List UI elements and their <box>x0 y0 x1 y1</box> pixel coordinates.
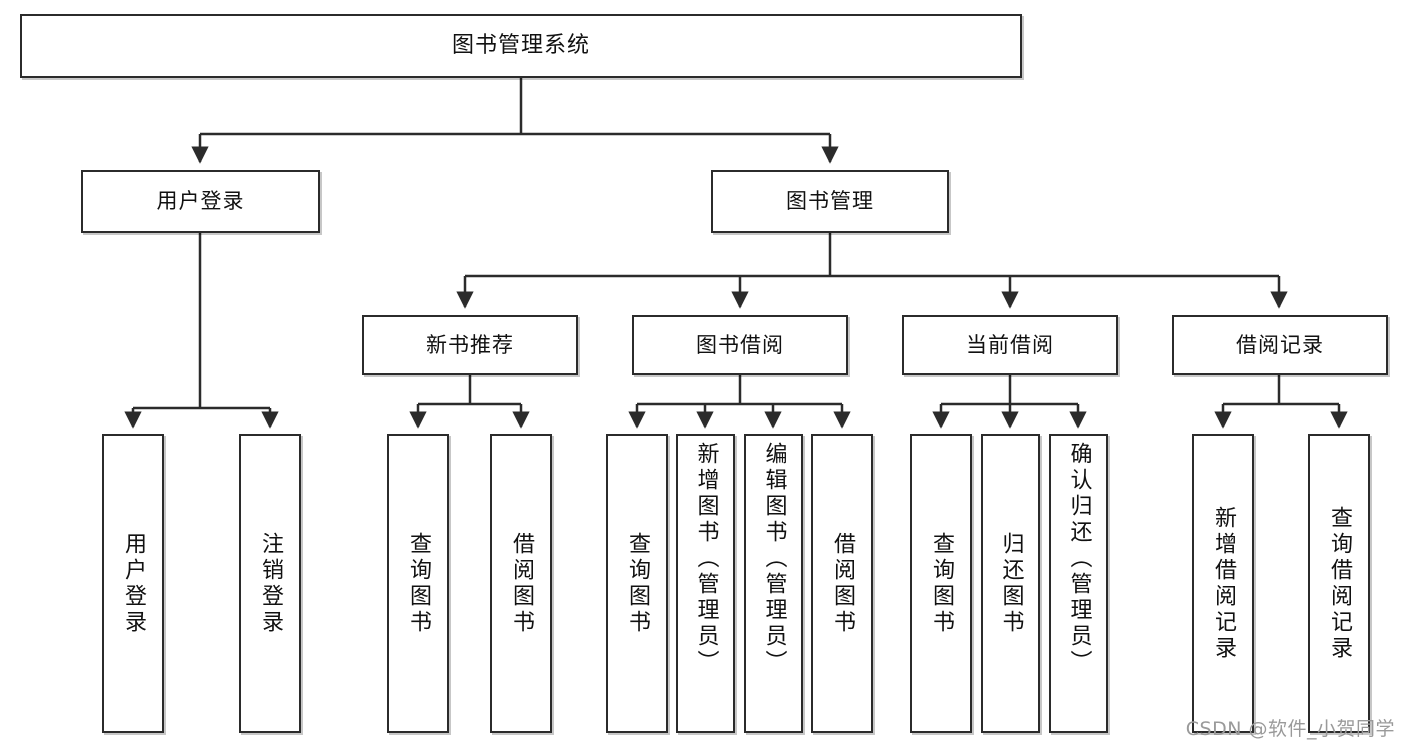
node-leaf-borrowrecord-add-record[interactable]: 新增借阅记录 <box>1192 434 1254 733</box>
node-label: 编辑图书（管理员） <box>761 442 787 676</box>
node-label: 注销登录 <box>258 531 283 636</box>
node-leaf-bookborrow-edit-book-admin[interactable]: 编辑图书（管理员） <box>744 434 803 733</box>
node-leaf-bookborrow-add-book-admin[interactable]: 新增图书（管理员） <box>676 434 735 733</box>
node-label: 用户登录 <box>121 531 146 636</box>
node-leaf-bookborrow-borrow-book[interactable]: 借阅图书 <box>811 434 873 733</box>
node-label: 查询图书 <box>406 531 431 636</box>
watermark: CSDN @软件_小贺同学 <box>1185 718 1395 740</box>
node-label: 图书借阅 <box>696 332 784 357</box>
node-label: 确认归还（管理员） <box>1066 442 1092 676</box>
node-label: 查询图书 <box>929 531 954 636</box>
node-leaf-currentborrow-confirm-return-admin[interactable]: 确认归还（管理员） <box>1049 434 1108 733</box>
node-label: 新书推荐 <box>426 332 514 357</box>
node-book-borrow[interactable]: 图书借阅 <box>632 315 848 375</box>
node-book-management[interactable]: 图书管理 <box>711 170 949 233</box>
node-root-book-management-system[interactable]: 图书管理系统 <box>20 14 1022 78</box>
node-label: 图书管理 <box>786 189 874 214</box>
node-label: 查询图书 <box>625 531 650 636</box>
node-label: 新增图书（管理员） <box>693 442 719 676</box>
node-leaf-bookborrow-query-book[interactable]: 查询图书 <box>606 434 668 733</box>
node-label: 查询借阅记录 <box>1327 505 1352 662</box>
node-user-login[interactable]: 用户登录 <box>81 170 320 233</box>
node-leaf-newbook-query-book[interactable]: 查询图书 <box>387 434 449 733</box>
node-label: 新增借阅记录 <box>1211 505 1236 662</box>
node-leaf-newbook-borrow-book[interactable]: 借阅图书 <box>490 434 552 733</box>
node-label: 用户登录 <box>156 189 245 214</box>
node-leaf-user-login-login[interactable]: 用户登录 <box>102 434 164 733</box>
node-label: 借阅图书 <box>509 531 534 636</box>
node-label: 借阅图书 <box>830 531 855 636</box>
node-leaf-user-login-logout[interactable]: 注销登录 <box>239 434 301 733</box>
node-current-borrow[interactable]: 当前借阅 <box>902 315 1118 375</box>
node-label: 借阅记录 <box>1236 332 1324 357</box>
node-label: 图书管理系统 <box>451 33 590 59</box>
node-label: 当前借阅 <box>966 332 1054 357</box>
node-leaf-currentborrow-return-book[interactable]: 归还图书 <box>981 434 1040 733</box>
node-label: 归还图书 <box>998 531 1024 636</box>
node-leaf-currentborrow-query-book[interactable]: 查询图书 <box>910 434 972 733</box>
node-new-book-recommend[interactable]: 新书推荐 <box>362 315 578 375</box>
node-borrow-record[interactable]: 借阅记录 <box>1172 315 1388 375</box>
node-leaf-borrowrecord-query-record[interactable]: 查询借阅记录 <box>1308 434 1370 733</box>
